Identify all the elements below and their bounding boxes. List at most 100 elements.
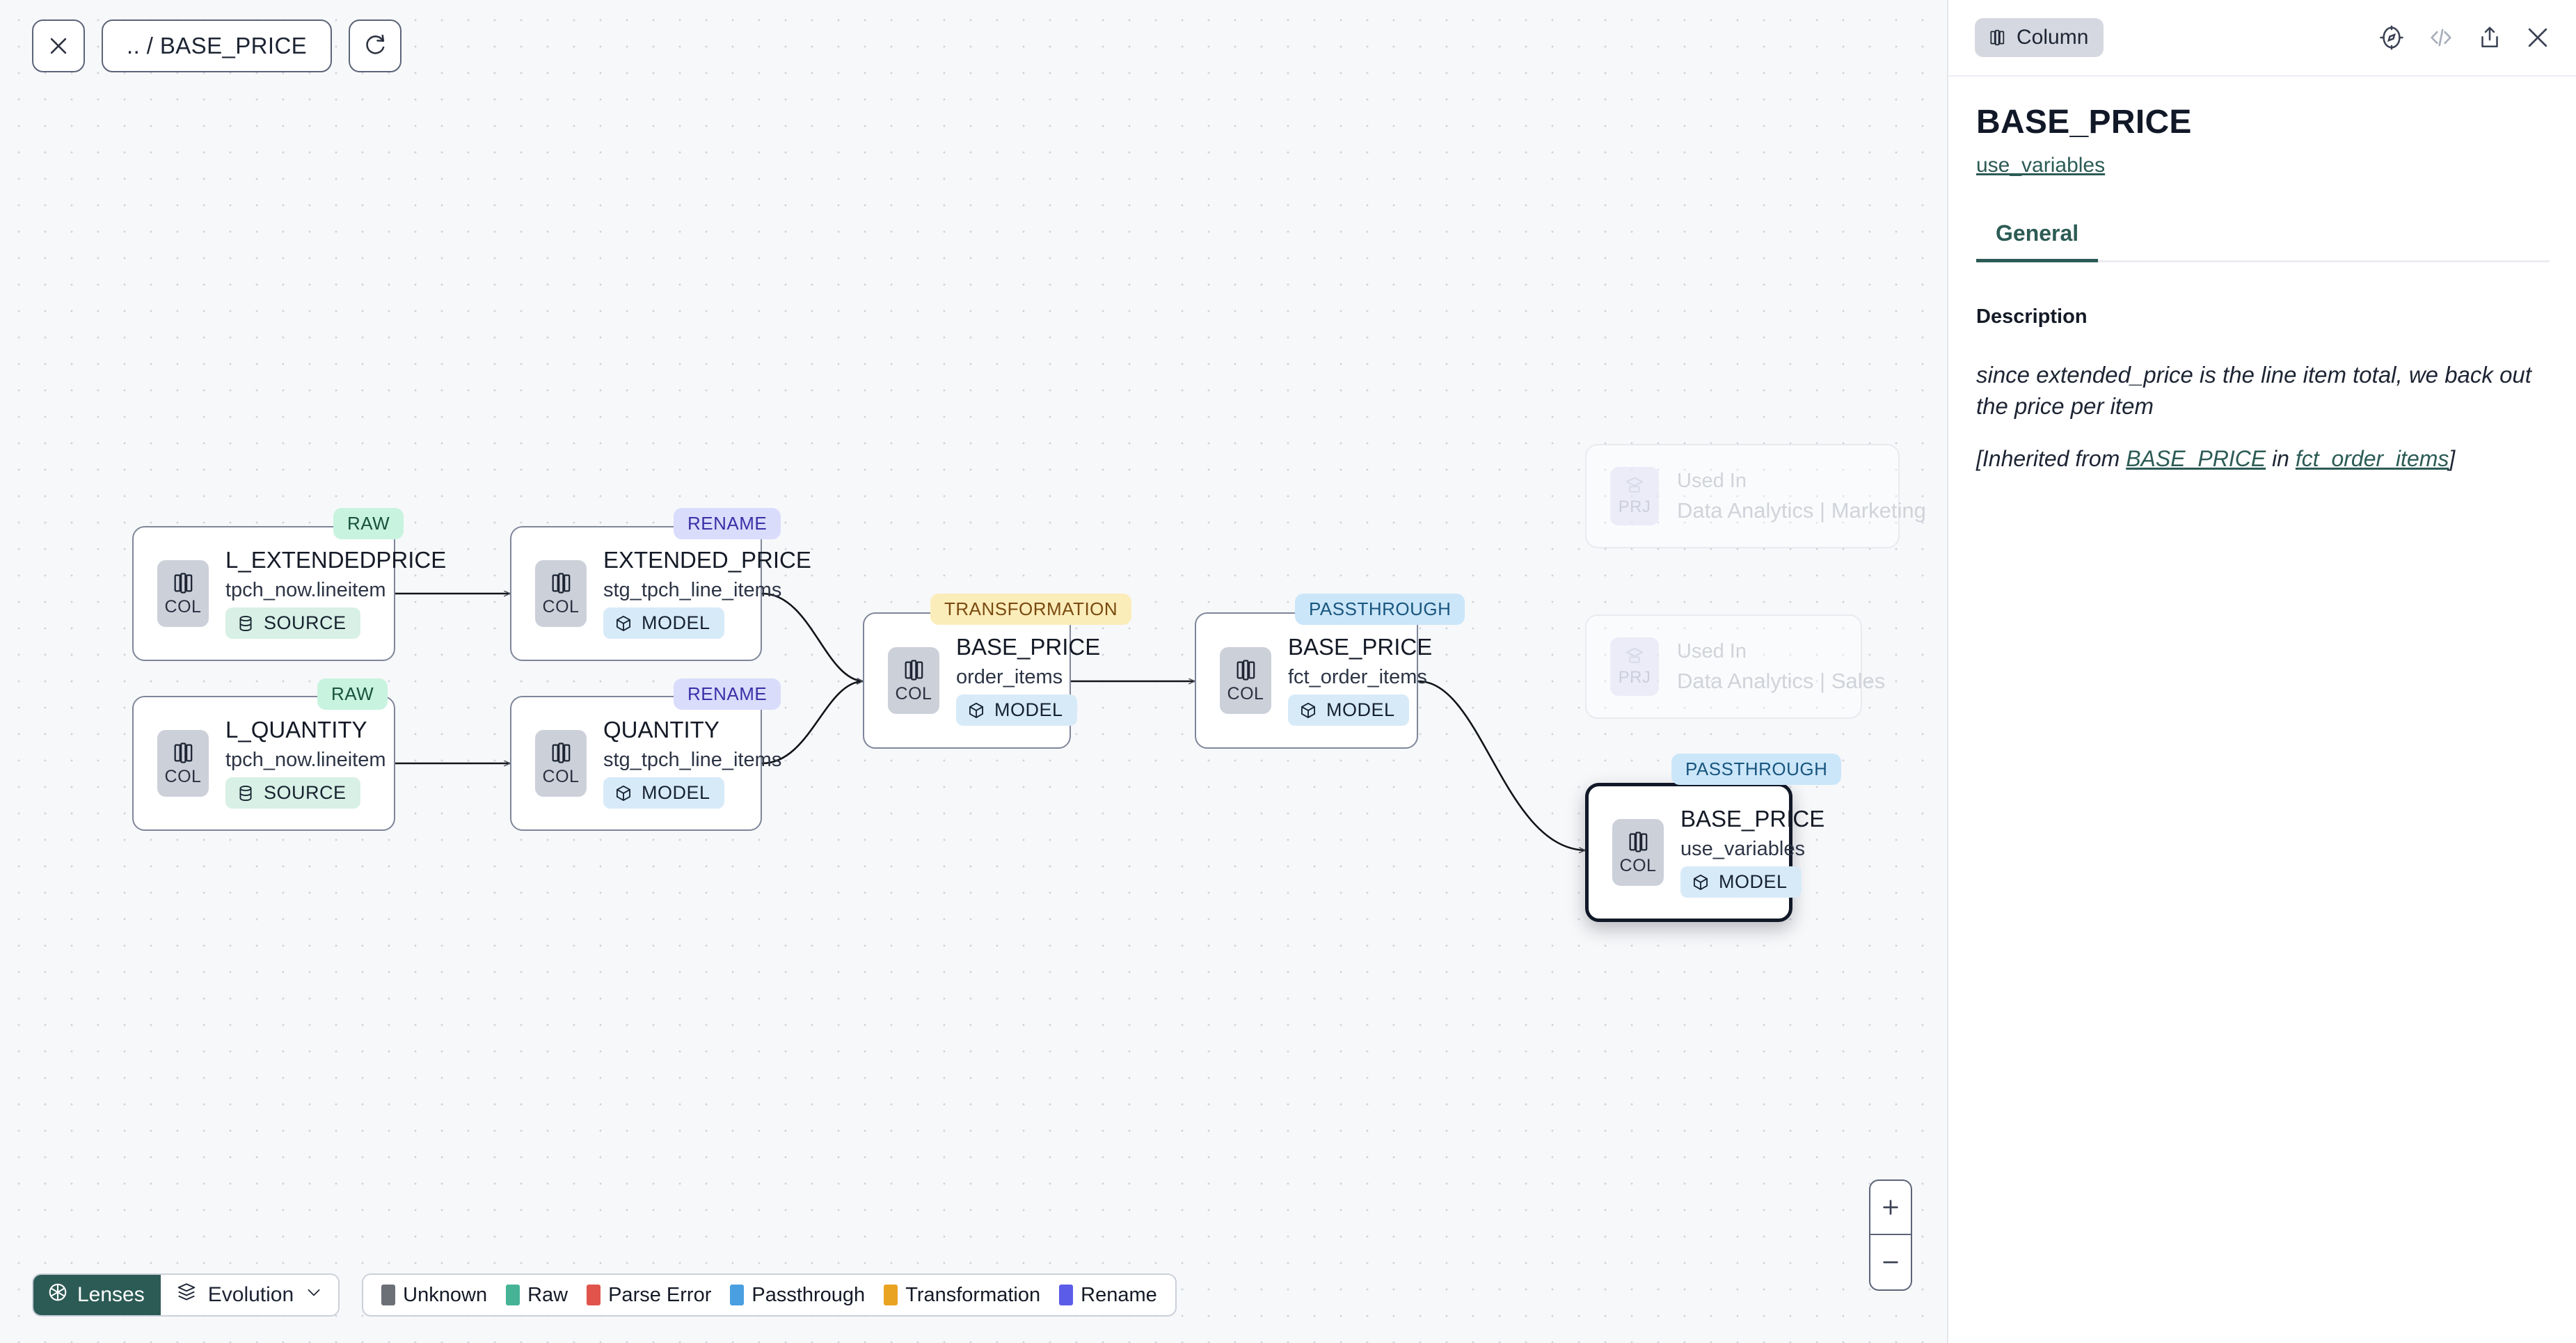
materialization-badge: MODEL bbox=[1288, 694, 1409, 726]
node-base-price-order-items[interactable]: COL BASE_PRICE order_items MODEL bbox=[863, 612, 1100, 749]
column-icon bbox=[174, 573, 193, 594]
close-lineage-button[interactable] bbox=[32, 19, 85, 72]
inherited-column-link[interactable]: BASE_PRICE bbox=[2126, 445, 2266, 471]
node-tag-passthrough: PASSTHROUGH bbox=[1671, 754, 1842, 785]
materialization-badge: SOURCE bbox=[225, 607, 360, 639]
inherited-mid: in bbox=[2266, 445, 2296, 471]
node-body: COL L_EXTENDEDPRICE tpch_now.lineitem SO… bbox=[134, 527, 446, 660]
ghost-text: Used In Data Analytics | Marketing bbox=[1677, 471, 1926, 523]
legend-label: Raw bbox=[527, 1283, 569, 1306]
node-title: BASE_PRICE bbox=[1680, 805, 1825, 832]
legend-swatch bbox=[1059, 1285, 1074, 1305]
legend-item-unknown: Unknown bbox=[381, 1284, 487, 1307]
legend-label: Passthrough bbox=[752, 1283, 866, 1306]
evolution-label: Evolution bbox=[207, 1283, 294, 1306]
canvas-bottom-bar: Lenses Evolution bbox=[32, 1273, 1177, 1317]
details-panel: Column bbox=[1947, 0, 2576, 1343]
legend-item-rename: Rename bbox=[1059, 1284, 1157, 1307]
column-icon bbox=[552, 742, 571, 763]
node-text: BASE_PRICE use_variables MODEL bbox=[1680, 805, 1825, 898]
node-body: COL EXTENDED_PRICE stg_tpch_line_items M… bbox=[511, 527, 811, 660]
cube-icon bbox=[616, 785, 631, 801]
node-quantity[interactable]: COL QUANTITY stg_tpch_line_items MODEL bbox=[510, 696, 781, 831]
node-subtitle: use_variables bbox=[1680, 837, 1805, 860]
panel-body: BASE_PRICE use_variables General Descrip… bbox=[1948, 77, 2576, 472]
legend-label: Rename bbox=[1081, 1283, 1157, 1306]
legend-item-raw: Raw bbox=[506, 1284, 568, 1307]
node-extended-price[interactable]: COL EXTENDED_PRICE stg_tpch_line_items M… bbox=[510, 526, 811, 661]
panel-actions bbox=[2378, 24, 2551, 51]
node-tag-rename: RENAME bbox=[674, 508, 781, 539]
refresh-icon bbox=[363, 34, 387, 58]
database-icon bbox=[239, 615, 252, 631]
close-icon[interactable] bbox=[2525, 24, 2551, 51]
panel-header: Column bbox=[1948, 0, 2576, 77]
materialization-label: MODEL bbox=[642, 612, 710, 634]
legend-label: Unknown bbox=[403, 1283, 488, 1306]
canvas-toolbar: .. / BASE_PRICE bbox=[32, 19, 402, 72]
node-title: QUANTITY bbox=[603, 716, 719, 742]
kind-label: COL bbox=[542, 767, 580, 786]
ghost-line-2: Data Analytics | Marketing bbox=[1677, 498, 1926, 523]
node-subtitle: tpch_now.lineitem bbox=[225, 578, 386, 601]
node-title: L_EXTENDEDPRICE bbox=[225, 546, 447, 573]
breadcrumb[interactable]: .. / BASE_PRICE bbox=[102, 19, 333, 72]
node-title: BASE_PRICE bbox=[1288, 633, 1433, 660]
project-kind-chip: PRJ bbox=[1610, 637, 1659, 696]
explore-icon[interactable] bbox=[2378, 24, 2405, 51]
column-kind-chip: COL bbox=[535, 560, 587, 627]
node-body: COL QUANTITY stg_tpch_line_items MODEL bbox=[511, 697, 781, 829]
ghost-line-2: Data Analytics | Sales bbox=[1677, 669, 1886, 693]
kind-label: COL bbox=[1619, 856, 1657, 875]
kind-label: PRJ bbox=[1618, 498, 1651, 516]
node-subtitle: stg_tpch_line_items bbox=[603, 748, 782, 771]
zoom-out-button[interactable] bbox=[1870, 1235, 1911, 1289]
ghost-node-used-in-marketing[interactable]: PRJ Used In Data Analytics | Marketing bbox=[1585, 444, 1926, 548]
node-tag-raw: RAW bbox=[317, 678, 388, 710]
kind-label: COL bbox=[1227, 684, 1264, 704]
node-subtitle: order_items bbox=[956, 665, 1063, 688]
column-icon bbox=[905, 660, 923, 681]
share-icon[interactable] bbox=[2477, 24, 2502, 51]
materialization-label: MODEL bbox=[1719, 871, 1788, 893]
parent-model-link[interactable]: use_variables bbox=[1976, 153, 2106, 177]
column-icon bbox=[552, 573, 571, 594]
inherited-model-link[interactable]: fct_order_items bbox=[2295, 445, 2449, 471]
column-icon bbox=[1237, 660, 1255, 681]
legend-swatch bbox=[730, 1285, 745, 1305]
evolution-dropdown[interactable]: Evolution bbox=[160, 1275, 339, 1315]
materialization-label: MODEL bbox=[994, 699, 1063, 721]
legend-label: Parse Error bbox=[608, 1283, 712, 1306]
node-l-extendedprice[interactable]: COL L_EXTENDEDPRICE tpch_now.lineitem SO… bbox=[132, 526, 446, 661]
kind-label: COL bbox=[164, 767, 202, 786]
materialization-label: SOURCE bbox=[264, 612, 347, 634]
lineage-canvas[interactable]: .. / BASE_PRICE COL bbox=[0, 0, 1947, 1343]
zoom-in-button[interactable] bbox=[1870, 1181, 1911, 1235]
cube-icon bbox=[1693, 874, 1708, 890]
tab-general[interactable]: General bbox=[1976, 221, 2099, 262]
legend-item-transformation: Transformation bbox=[884, 1284, 1040, 1307]
materialization-badge: MODEL bbox=[1680, 866, 1802, 898]
legend-swatch bbox=[884, 1285, 898, 1305]
node-text: L_EXTENDEDPRICE tpch_now.lineitem SOURCE bbox=[225, 548, 446, 639]
node-base-price-use-variables[interactable]: COL BASE_PRICE use_variables MODEL bbox=[1585, 783, 1824, 922]
refresh-button[interactable] bbox=[349, 19, 402, 72]
ghost-line-1: Used In bbox=[1677, 640, 1747, 662]
code-icon[interactable] bbox=[2427, 24, 2455, 51]
materialization-badge: MODEL bbox=[603, 777, 724, 809]
kind-label: COL bbox=[542, 597, 580, 617]
column-kind-chip: COL bbox=[1612, 819, 1664, 886]
node-text: EXTENDED_PRICE stg_tpch_line_items MODEL bbox=[603, 548, 811, 639]
ghost-node-used-in-sales[interactable]: PRJ Used In Data Analytics | Sales bbox=[1585, 614, 1885, 719]
node-l-quantity[interactable]: COL L_QUANTITY tpch_now.lineitem SOURCE bbox=[132, 696, 395, 831]
chevron-down-icon bbox=[305, 1283, 323, 1307]
lenses-button[interactable]: Lenses bbox=[33, 1275, 161, 1315]
legend-item-parse-error: Parse Error bbox=[587, 1284, 711, 1307]
database-icon bbox=[239, 785, 252, 801]
plus-icon bbox=[1883, 1200, 1898, 1215]
column-icon bbox=[174, 742, 193, 763]
column-icon bbox=[1629, 832, 1648, 852]
node-base-price-fct-order-items[interactable]: COL BASE_PRICE fct_order_items MODEL bbox=[1195, 612, 1432, 749]
node-body: COL L_QUANTITY tpch_now.lineitem SOURCE bbox=[134, 697, 394, 829]
